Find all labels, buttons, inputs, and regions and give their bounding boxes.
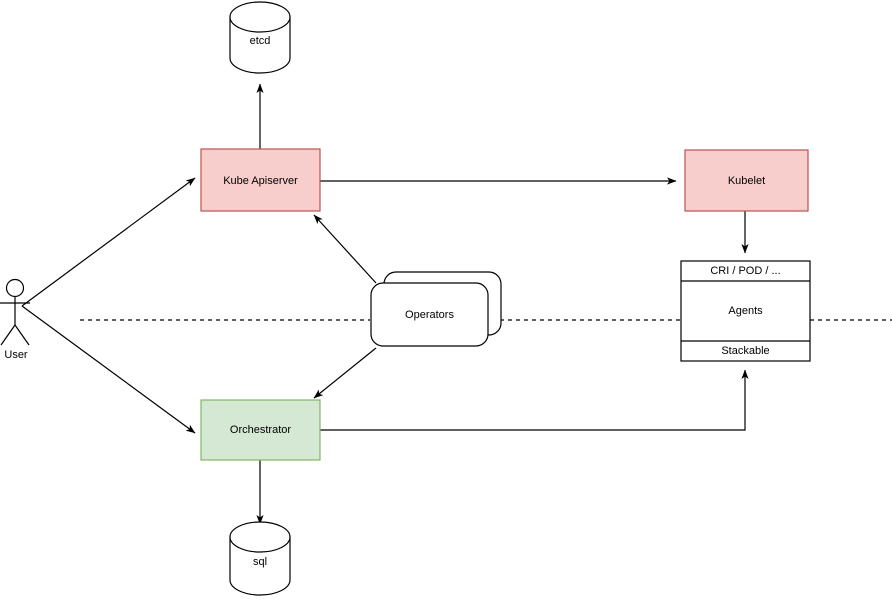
orchestrator-label: Orchestrator [230, 424, 291, 436]
edge-user-to-orchestrator [21, 305, 196, 434]
node-kube-apiserver[interactable]: Kube Apiserver [200, 148, 321, 212]
sql-label: sql [253, 556, 267, 568]
agents-header-label: CRI / POD / ... [710, 265, 780, 277]
orchestrator-box[interactable] [200, 399, 321, 461]
node-etcd[interactable]: etcd [229, 1, 291, 74]
kubelet-label: Kubelet [728, 175, 765, 187]
kube-apiserver-label: Kube Apiserver [223, 175, 298, 187]
user-label: User [4, 349, 28, 361]
node-operators[interactable]: Operators [370, 271, 502, 347]
user-head-icon [5, 278, 25, 298]
operators-front-card[interactable] [370, 282, 489, 347]
node-user[interactable]: User [0, 278, 30, 361]
agents-body-label: Agents [728, 305, 763, 317]
sql-cylinder-top [229, 521, 291, 553]
kube-apiserver-box[interactable] [200, 148, 321, 212]
edge-operators-to-apiserver [313, 214, 377, 284]
kubelet-box[interactable] [684, 149, 809, 212]
user-leg-left [0, 324, 16, 346]
agents-box[interactable] [680, 260, 811, 362]
node-orchestrator[interactable]: Orchestrator [200, 399, 321, 461]
user-leg-right [14, 324, 30, 346]
etcd-cylinder-top [229, 1, 291, 33]
edge-orchestrator-to-stackable [320, 369, 749, 431]
node-kubelet[interactable]: Kubelet [684, 149, 809, 212]
etcd-label: etcd [250, 35, 271, 47]
edge-user-to-apiserver [21, 177, 196, 307]
node-sql[interactable]: sql [229, 521, 291, 596]
edge-operators-to-orchestrator [313, 347, 377, 399]
operators-label: Operators [405, 309, 454, 321]
agents-footer-label: Stackable [721, 345, 769, 357]
node-agents[interactable]: CRI / POD / ... Agents Stackable [680, 260, 811, 362]
